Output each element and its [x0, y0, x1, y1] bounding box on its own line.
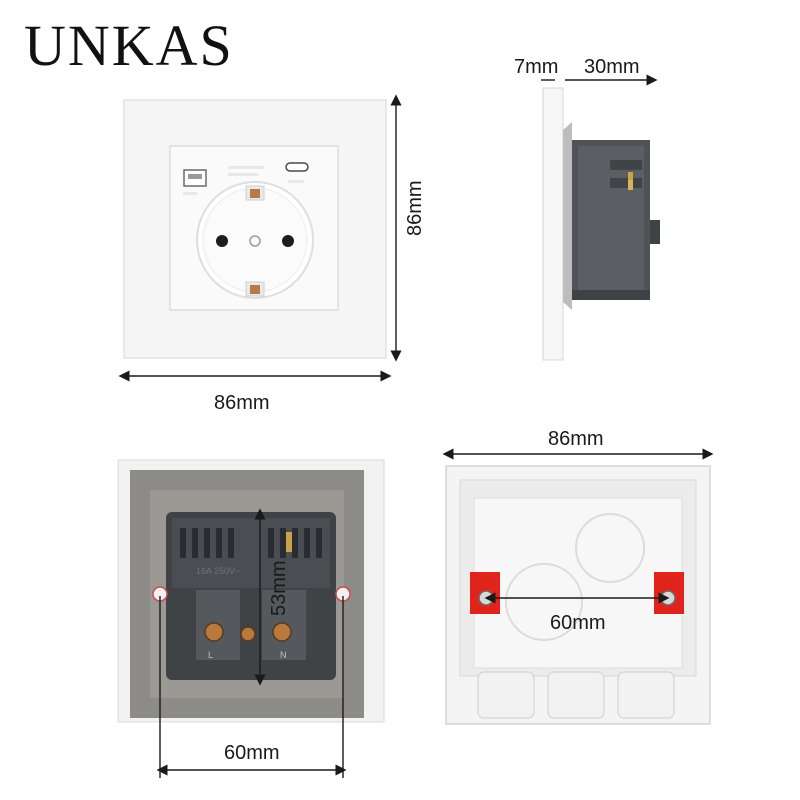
front-socket-view: [118, 94, 402, 382]
back-screw-spacing-label: 60mm: [224, 742, 280, 764]
back-body-height-label: 53mm: [268, 560, 290, 616]
side-plate: [542, 87, 564, 361]
back-view: [117, 459, 385, 778]
body-depth-label: 30mm: [584, 56, 640, 78]
front-width-label: 86mm: [214, 392, 270, 414]
mounting-box-view: [442, 448, 714, 725]
front-height-label: 86mm: [404, 180, 426, 236]
box-width-label: 86mm: [548, 428, 604, 450]
terminal-n-label: N: [280, 650, 287, 660]
side-view: [541, 74, 660, 361]
brand-logo: UNKAS: [24, 13, 234, 78]
socket-hole-left: [216, 235, 228, 247]
usb-c-port: [285, 162, 309, 172]
socket-hole-right: [282, 235, 294, 247]
plate-thickness-label: 7mm: [514, 56, 559, 78]
rating-label: 16A 250V~: [196, 566, 241, 576]
box-screw-spacing-label: 60mm: [550, 612, 606, 634]
terminal-l-label: L: [208, 650, 214, 660]
